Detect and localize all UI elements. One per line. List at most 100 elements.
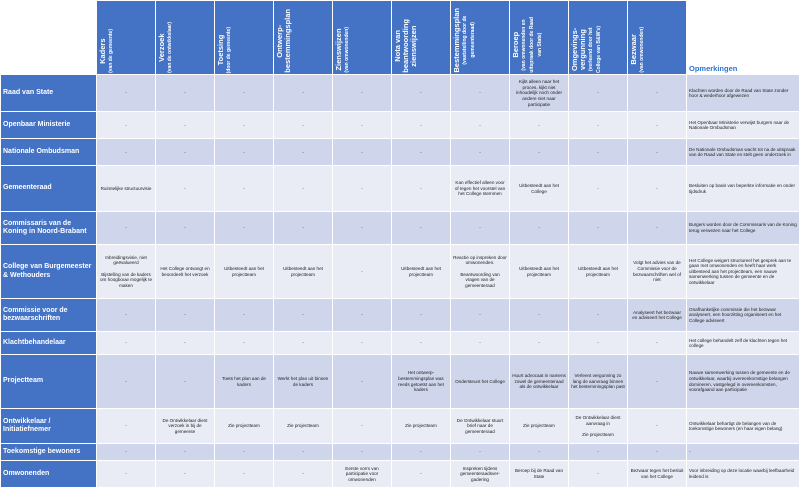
column-header-text: Ontwerp-bestemmingsplan xyxy=(275,9,294,73)
matrix-cell: - xyxy=(273,298,333,333)
row-header: Gemeenteraad xyxy=(0,165,97,212)
matrix-cell: - xyxy=(509,210,569,246)
matrix-cell: - xyxy=(332,331,392,356)
matrix-cell: - xyxy=(273,459,333,488)
matrix-cell: - xyxy=(568,111,628,140)
matrix-cell: - xyxy=(450,443,510,461)
matrix-cell: - xyxy=(509,138,569,167)
matrix-cell: - xyxy=(214,298,274,333)
row-header: Projectteam xyxy=(0,354,97,410)
matrix-cell: - xyxy=(273,210,333,246)
matrix-cell: - xyxy=(96,73,156,113)
remark-cell: Burgers worden door de Commissaris van d… xyxy=(686,210,799,246)
remark-cell: Ontwikkelaar behartigt de belangen van d… xyxy=(686,408,799,445)
column-subtitle: (van omwonenden en xyxy=(521,19,527,71)
column-header: Verzoek(van de ontwikkelaar) xyxy=(155,0,215,75)
matrix-cell: - xyxy=(155,165,215,212)
table-row: Raad van State-------Kijkt alleen naar h… xyxy=(0,73,799,113)
matrix-cell: - xyxy=(332,210,392,246)
column-header-text: Zienswijzen(van omwonenden) xyxy=(334,27,353,73)
remark-cell: - xyxy=(686,443,799,461)
matrix-cell: - xyxy=(214,443,274,461)
matrix-cell: - xyxy=(273,111,333,140)
column-subtitle: College van B&W's) xyxy=(596,25,602,73)
matrix-cell: - xyxy=(273,443,333,461)
row-header: Raad van State xyxy=(0,73,97,113)
matrix-cell: - xyxy=(332,354,392,410)
matrix-cell: Uitbesteedt aan het projectteam xyxy=(214,244,274,300)
matrix-cell: - xyxy=(332,111,392,140)
remark-cell: Klachten worden door de Raad van State z… xyxy=(686,73,799,113)
matrix-cell: - xyxy=(96,408,156,445)
matrix-cell: - xyxy=(391,73,451,113)
matrix-cell: - xyxy=(568,331,628,356)
matrix-cell: - xyxy=(332,138,392,167)
matrix-cell: Uitbesteedt aan het projectteam xyxy=(568,244,628,300)
matrix-cell: Beroep bij de Raad van State xyxy=(509,459,569,488)
matrix-cell: De Ontwikkelaar dient verzoek in bij de … xyxy=(155,408,215,445)
table-row: Nationale Ombudsman----------De National… xyxy=(0,138,799,167)
matrix-cell: - xyxy=(214,138,274,167)
matrix-cell: Uitbesteedt aan het projectteam xyxy=(391,244,451,300)
remark-cell: De Nationale Ombudsman wacht tot na de u… xyxy=(686,138,799,167)
matrix-cell: - xyxy=(155,73,215,113)
matrix-cell: Het ontwerp-bestemmingsplan was reeds ge… xyxy=(391,354,451,410)
matrix-cell: Ondersteunt het College xyxy=(450,354,510,410)
table-row: Klachtbehandelaar----------Het college b… xyxy=(0,331,799,356)
column-title: vergunning xyxy=(578,29,587,70)
matrix-cell: - xyxy=(627,165,687,212)
table-row: Omwonenden----Eerste vorm van participat… xyxy=(0,459,799,488)
matrix-cell: Toets het plan aan de kaders xyxy=(214,354,274,410)
matrix-cell: - xyxy=(96,210,156,246)
row-header: Commissie voor de bezwaarschriften xyxy=(0,298,97,333)
matrix-cell: - xyxy=(450,331,510,356)
matrix-cell: - xyxy=(214,331,274,356)
column-header: Zienswijzen(van omwonenden) xyxy=(332,0,392,75)
matrix-cell: - xyxy=(509,298,569,333)
row-header: College van Burgemeester & Wethouders xyxy=(0,244,97,300)
column-title: Bezwaar xyxy=(629,35,638,66)
matrix-cell: - xyxy=(332,408,392,445)
matrix-cell: - xyxy=(96,298,156,333)
matrix-cell: - xyxy=(450,210,510,246)
remark-cell: Onafhankelijke commissie die het bezwaar… xyxy=(686,298,799,333)
matrix-cell: Eerste vorm van participatie voor omwone… xyxy=(332,459,392,488)
table-row: Projectteam--Toets het plan aan de kader… xyxy=(0,354,799,410)
matrix-cell: - xyxy=(96,111,156,140)
matrix-cell: - xyxy=(96,331,156,356)
matrix-cell: - xyxy=(273,73,333,113)
row-header: Openbaar Ministerie xyxy=(0,111,97,140)
matrix-cell: - xyxy=(627,138,687,167)
matrix-cell: Inspreken tijdens gemeenteraadsver-gader… xyxy=(450,459,510,488)
matrix-cell: - xyxy=(214,73,274,113)
matrix-cell: - xyxy=(332,443,392,461)
column-subtitle: (van omwonenden) xyxy=(639,27,645,73)
matrix-cell: Uitbesteedt aan het College xyxy=(509,165,569,212)
matrix-cell: - xyxy=(391,443,451,461)
matrix-cell: - xyxy=(450,138,510,167)
matrix-cell: Zie projectteam xyxy=(509,408,569,445)
column-subtitle: (vaststelling door de xyxy=(462,16,468,66)
matrix-cell: - xyxy=(509,331,569,356)
corner-cell xyxy=(0,0,97,75)
table-row: Openbaar Ministerie----------Het Openbaa… xyxy=(0,111,799,140)
matrix-cell: - xyxy=(450,111,510,140)
column-header: Bezwaar(van omwonenden) xyxy=(627,0,687,75)
matrix-cell: - xyxy=(214,165,274,212)
matrix-cell: Verleent vergunning zo lang de aanvraag … xyxy=(568,354,628,410)
column-subtitle: (verleend door het xyxy=(588,27,594,72)
matrix-cell: - xyxy=(214,459,274,488)
table-row: Ontwikkelaar / Initiatiefnemer-De Ontwik… xyxy=(0,408,799,445)
row-header: Omwonenden xyxy=(0,459,97,488)
column-subtitle: (door de gemeente) xyxy=(226,26,232,73)
matrix-cell: - xyxy=(627,73,687,113)
column-title: Kaders xyxy=(98,38,107,64)
matrix-cell: - xyxy=(568,298,628,333)
